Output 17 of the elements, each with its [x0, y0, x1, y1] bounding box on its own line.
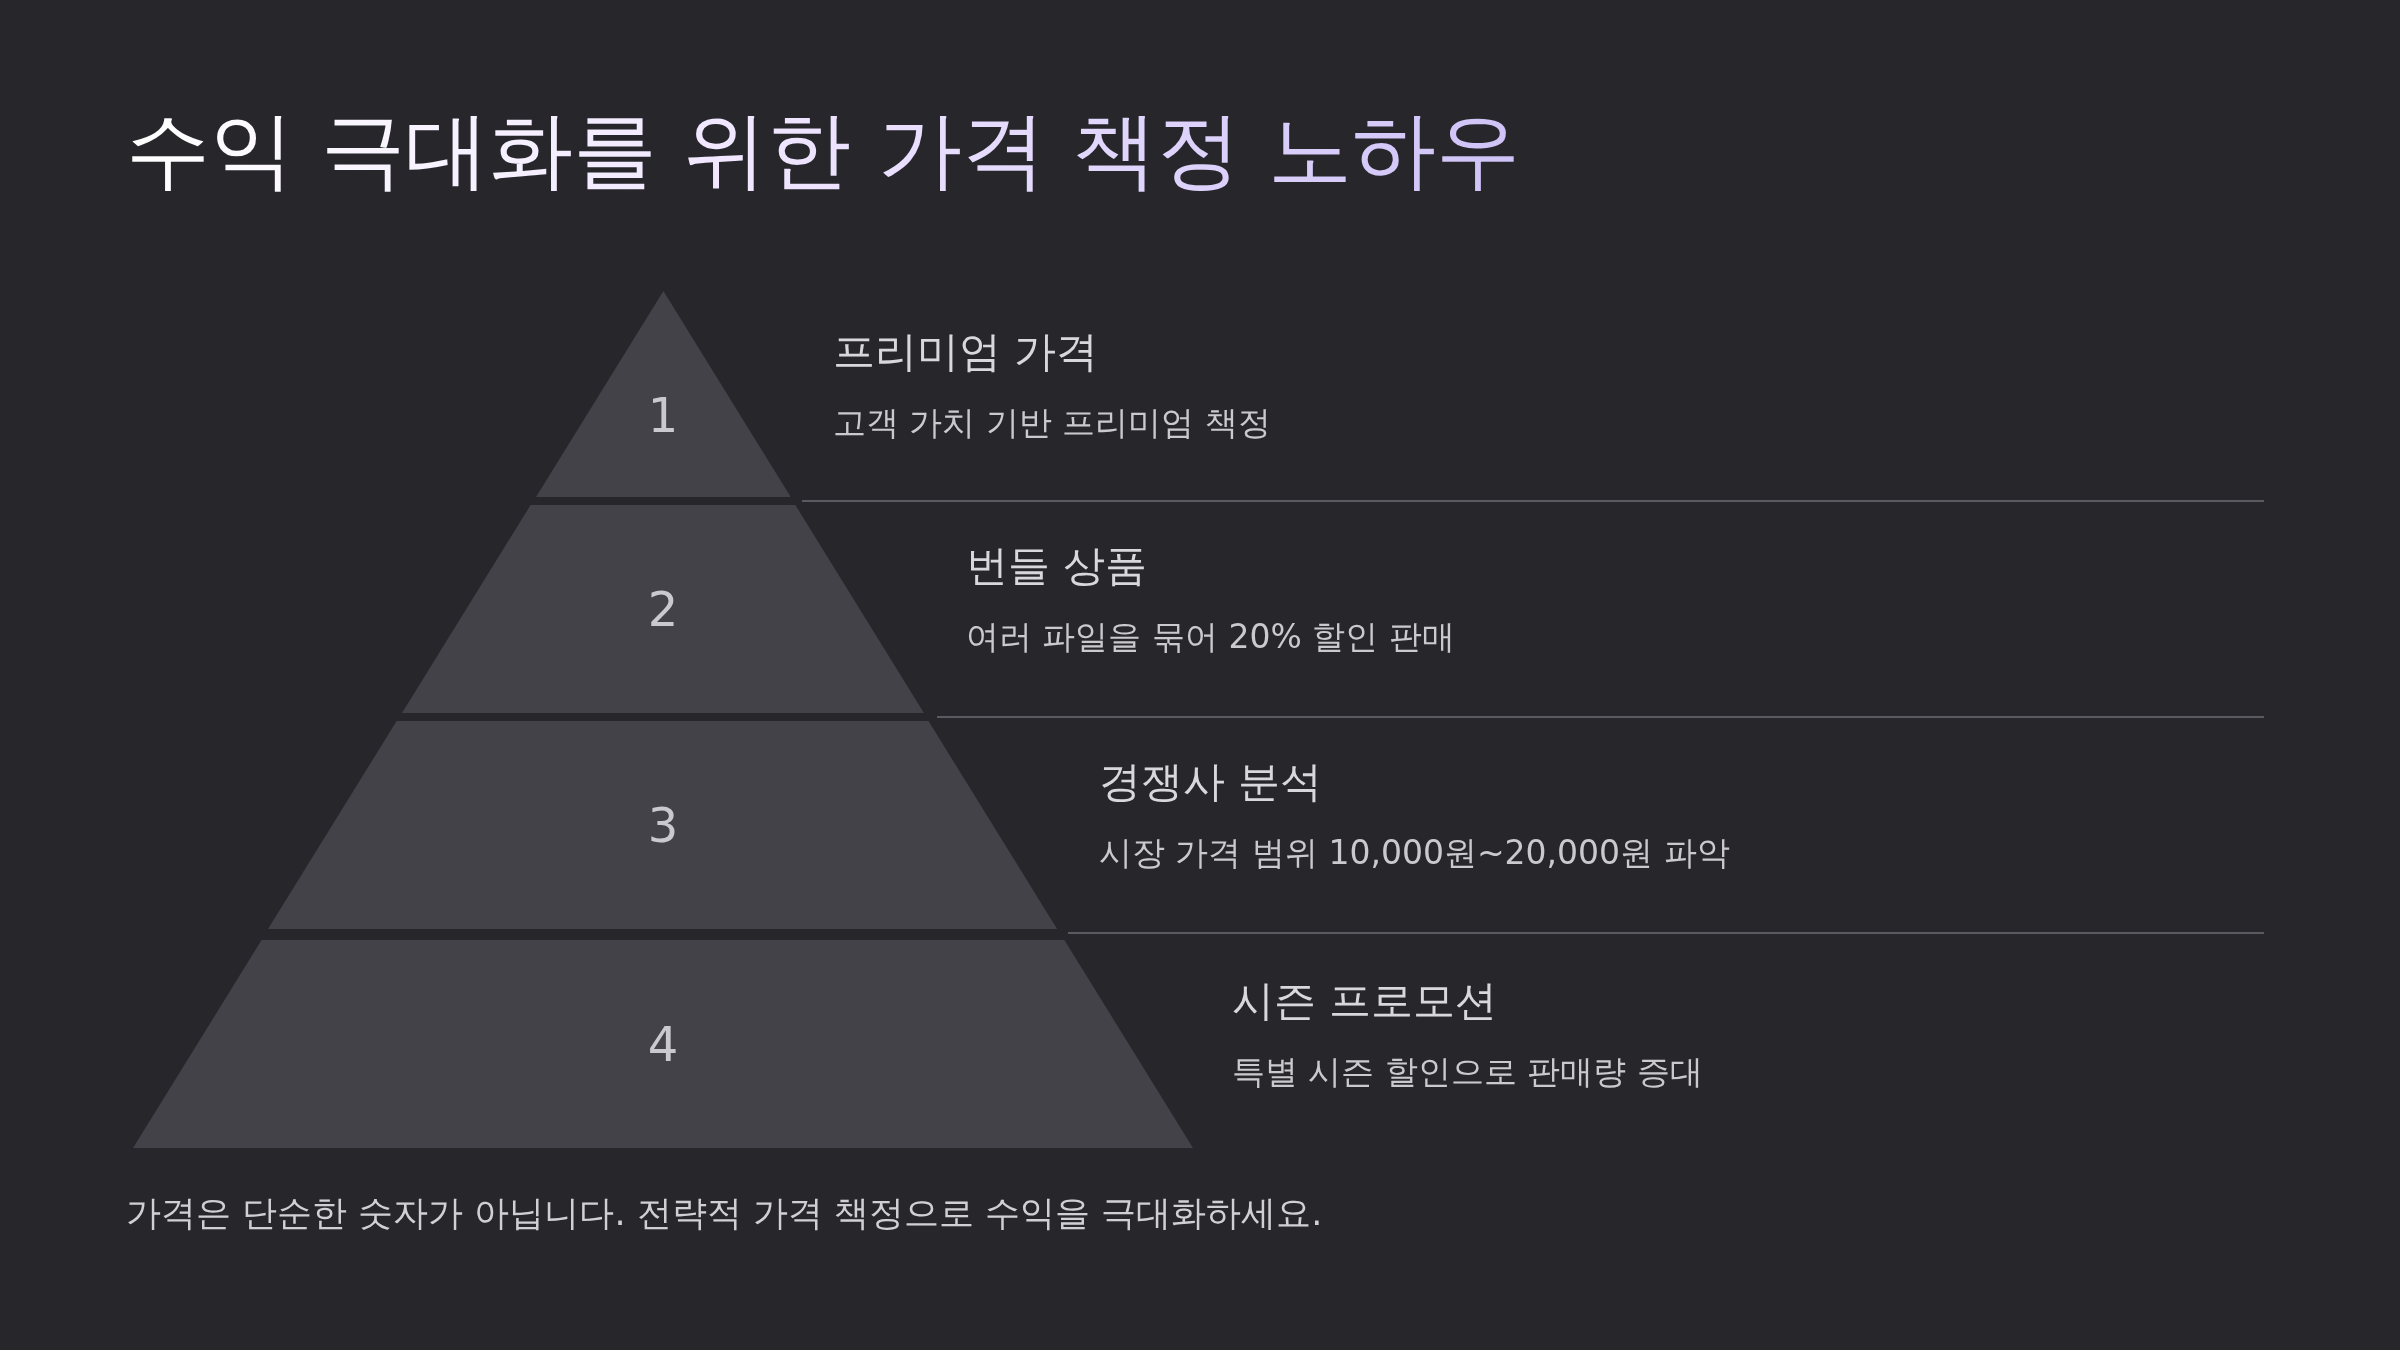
tier-heading: 번들 상품 — [966, 540, 1148, 592]
tier-description: 시장 가격 범위 10,000원~20,000원 파악 — [1099, 832, 1730, 874]
pyramid-tier — [535, 291, 791, 497]
tier-number: 2 — [647, 581, 679, 637]
tier-description: 여러 파일을 묶어 20% 할인 판매 — [966, 616, 1455, 658]
pyramid-tier — [402, 505, 924, 713]
pyramid-tier — [133, 940, 1193, 1148]
tier-heading: 프리미엄 가격 — [833, 326, 1099, 378]
tier-description: 고객 가치 기반 프리미엄 책정 — [833, 402, 1271, 444]
tier-number: 3 — [647, 797, 679, 853]
caption: 가격은 단순한 숫자가 아닙니다. 전략적 가격 책정으로 수익을 극대화하세요. — [126, 1192, 1323, 1235]
tier-heading: 경쟁사 분석 — [1099, 756, 1323, 808]
tier-number: 4 — [647, 1016, 679, 1072]
tier-number: 1 — [647, 386, 679, 443]
tier-description: 특별 시즌 할인으로 판매량 증대 — [1232, 1051, 1703, 1093]
pyramid-tier — [268, 721, 1058, 929]
tier-heading: 시즌 프로모션 — [1232, 975, 1498, 1027]
